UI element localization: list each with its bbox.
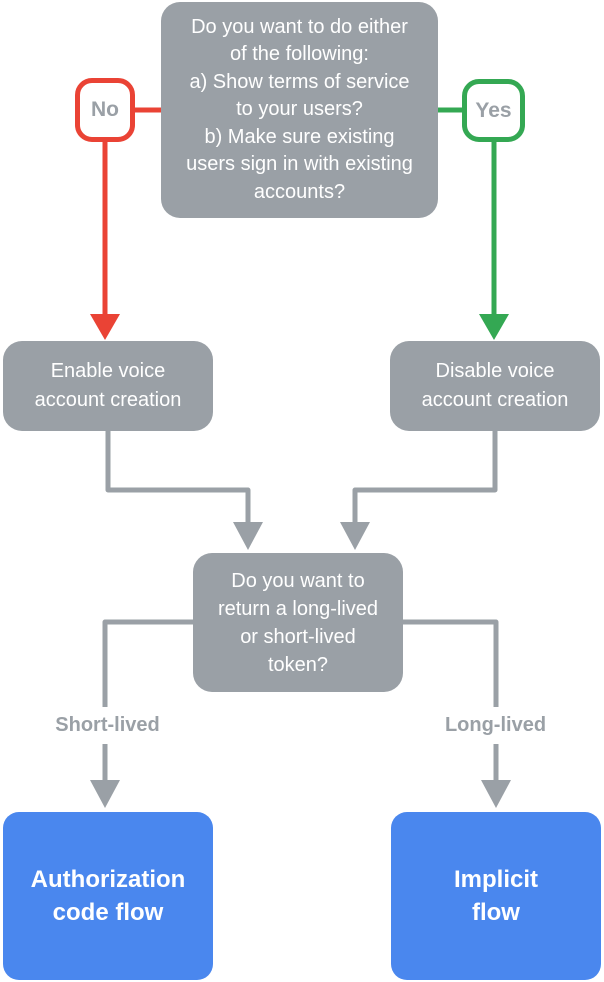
no-badge: No: [75, 78, 135, 142]
disable-to-token-line: [352, 430, 498, 524]
disable-to-token-arrowhead-icon: [340, 522, 370, 550]
token-decision-box: Do you want to return a long-lived or sh…: [193, 553, 403, 692]
enable-voice-account-box: Enable voice account creation: [3, 341, 213, 431]
yes-arrowhead-icon: [479, 314, 509, 340]
decision-start-box: Do you want to do either of the followin…: [161, 2, 438, 218]
token-to-auth-arrowhead-icon: [90, 780, 120, 808]
authorization-code-flow-box: Authorization code flow: [3, 812, 213, 980]
no-arrowhead-icon: [90, 314, 120, 340]
enable-to-token-line: [105, 430, 251, 524]
disable-voice-account-box: Disable voice account creation: [390, 341, 600, 431]
yes-badge: Yes: [462, 79, 525, 142]
edge-yes-branch: [437, 107, 509, 340]
enable-to-token-arrowhead-icon: [233, 522, 263, 550]
long-lived-label: Long-lived: [411, 707, 580, 744]
implicit-flow-box: Implicit flow: [391, 812, 601, 980]
edge-disable-to-token: [340, 430, 498, 550]
short-lived-label: Short-lived: [23, 707, 192, 744]
edge-no-branch: [90, 107, 161, 340]
token-to-implicit-line: [403, 619, 499, 782]
edge-enable-to-token: [105, 430, 263, 550]
token-to-implicit-arrowhead-icon: [481, 780, 511, 808]
token-to-auth-line: [102, 619, 193, 782]
